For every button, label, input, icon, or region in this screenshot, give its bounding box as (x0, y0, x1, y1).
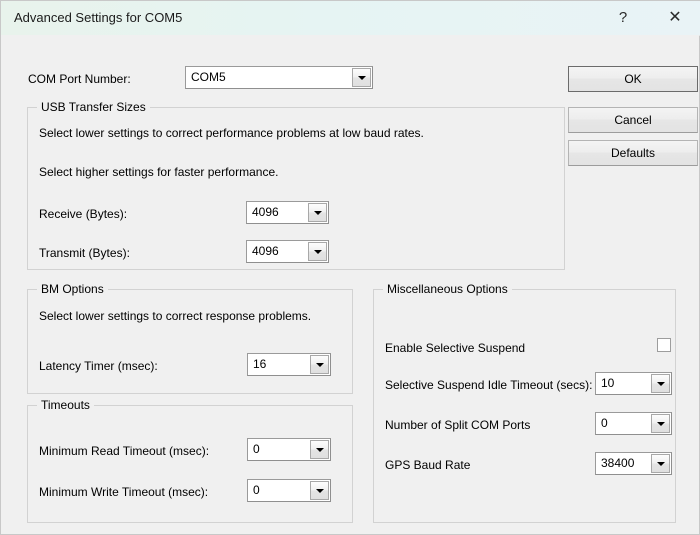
chevron-down-icon (656, 461, 665, 466)
number-of-split-com-ports-label: Number of Split COM Ports (385, 418, 531, 432)
chevron-down-icon (313, 210, 322, 215)
minimum-read-timeout-select[interactable]: 0 (247, 438, 331, 461)
minimum-write-timeout-select[interactable]: 0 (247, 479, 331, 502)
com-port-number-dropdown-button[interactable] (352, 68, 371, 87)
chevron-down-icon (313, 249, 322, 254)
miscellaneous-options-title: Miscellaneous Options (383, 282, 512, 296)
minimum-write-timeout-value: 0 (253, 483, 260, 497)
receive-bytes-select[interactable]: 4096 (246, 201, 329, 224)
receive-bytes-value: 4096 (252, 205, 279, 219)
question-mark-icon: ? (618, 9, 628, 26)
bm-options-group: BM Options Select lower settings to corr… (27, 282, 353, 394)
minimum-write-timeout-dropdown-button[interactable] (310, 481, 329, 500)
timeouts-title: Timeouts (37, 398, 94, 412)
com-port-number-label: COM Port Number: (28, 72, 131, 86)
chevron-down-icon (315, 447, 324, 452)
enable-selective-suspend-checkbox[interactable] (657, 338, 671, 352)
bm-options-title: BM Options (37, 282, 108, 296)
latency-timer-value: 16 (253, 357, 267, 371)
transmit-bytes-label: Transmit (Bytes): (39, 246, 130, 260)
number-of-split-com-ports-dropdown-button[interactable] (651, 414, 670, 433)
close-icon: ✕ (668, 9, 682, 26)
minimum-read-timeout-value: 0 (253, 442, 260, 456)
transmit-bytes-dropdown-button[interactable] (308, 242, 327, 261)
close-button[interactable]: ✕ (653, 1, 697, 34)
com-port-number-select[interactable]: COM5 (185, 66, 373, 89)
dialog-content: COM Port Number: COM5 OK Cancel Defaults… (1, 35, 699, 534)
usb-transfer-note-lower: Select lower settings to correct perform… (39, 126, 424, 140)
cancel-button[interactable]: Cancel (568, 107, 698, 133)
chevron-down-icon (656, 381, 665, 386)
com-port-number-value: COM5 (191, 70, 226, 84)
latency-timer-select[interactable]: 16 (247, 353, 331, 376)
enable-selective-suspend-label: Enable Selective Suspend (385, 341, 526, 355)
selective-suspend-idle-timeout-select[interactable]: 10 (595, 372, 672, 395)
gps-baud-rate-select[interactable]: 38400 (595, 452, 672, 475)
gps-baud-rate-label: GPS Baud Rate (385, 458, 471, 472)
receive-bytes-dropdown-button[interactable] (308, 203, 327, 222)
minimum-read-timeout-dropdown-button[interactable] (310, 440, 329, 459)
chevron-down-icon (315, 488, 324, 493)
minimum-read-timeout-label: Minimum Read Timeout (msec): (39, 444, 210, 458)
chevron-down-icon (656, 421, 665, 426)
title-bar: Advanced Settings for COM5 ? ✕ (1, 1, 700, 36)
receive-bytes-label: Receive (Bytes): (39, 207, 128, 221)
gps-baud-rate-value: 38400 (601, 456, 635, 470)
help-button[interactable]: ? (601, 1, 645, 34)
usb-transfer-note-higher: Select higher settings for faster perfor… (39, 165, 279, 179)
ok-button[interactable]: OK (568, 66, 698, 92)
selective-suspend-idle-timeout-dropdown-button[interactable] (651, 374, 670, 393)
usb-transfer-sizes-group: USB Transfer Sizes Select lower settings… (27, 100, 565, 270)
transmit-bytes-value: 4096 (252, 244, 279, 258)
usb-transfer-sizes-title: USB Transfer Sizes (37, 100, 150, 114)
chevron-down-icon (315, 362, 324, 367)
selective-suspend-idle-timeout-label: Selective Suspend Idle Timeout (secs): (385, 378, 593, 392)
window-title: Advanced Settings for COM5 (14, 10, 183, 25)
gps-baud-rate-dropdown-button[interactable] (651, 454, 670, 473)
timeouts-group: Timeouts Minimum Read Timeout (msec): 0 … (27, 398, 353, 523)
bm-options-note: Select lower settings to correct respons… (39, 309, 312, 323)
latency-timer-label: Latency Timer (msec): (39, 359, 158, 373)
number-of-split-com-ports-value: 0 (601, 416, 608, 430)
selective-suspend-idle-timeout-value: 10 (601, 376, 615, 390)
latency-timer-dropdown-button[interactable] (310, 355, 329, 374)
minimum-write-timeout-label: Minimum Write Timeout (msec): (39, 485, 209, 499)
number-of-split-com-ports-select[interactable]: 0 (595, 412, 672, 435)
defaults-button[interactable]: Defaults (568, 140, 698, 166)
chevron-down-icon (357, 75, 366, 80)
miscellaneous-options-group: Miscellaneous Options Enable Selective S… (373, 282, 676, 523)
transmit-bytes-select[interactable]: 4096 (246, 240, 329, 263)
